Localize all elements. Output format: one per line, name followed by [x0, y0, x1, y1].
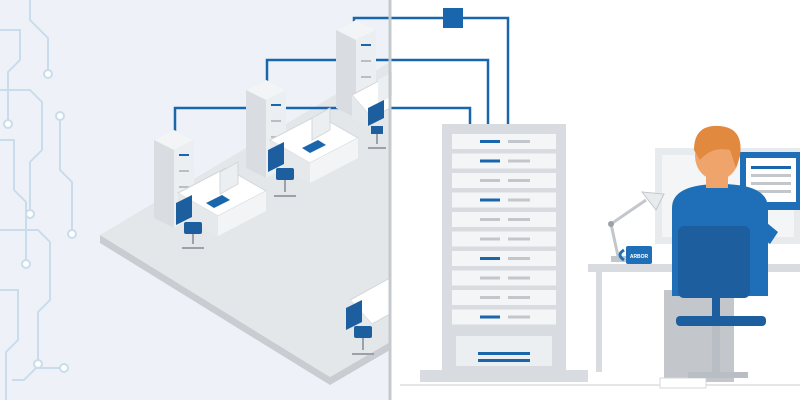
workstation-front — [176, 161, 268, 249]
office-chair — [676, 226, 766, 378]
circuit-nodes — [3, 69, 77, 373]
rack-unit — [452, 153, 556, 169]
rack-unit-slot — [508, 159, 530, 163]
rack-unit-slot — [508, 140, 530, 143]
rack-unit — [452, 309, 556, 325]
rack-unit-slot — [508, 218, 530, 221]
rack-unit — [452, 231, 556, 247]
rack-unit-slot — [508, 276, 530, 280]
coffee-mug: ARBOR — [618, 246, 652, 264]
rack-unit — [452, 270, 556, 286]
rack-unit-indicator — [480, 237, 500, 241]
network-hub-box — [443, 8, 463, 28]
rack-unit — [452, 192, 556, 208]
rack-unit-slot — [508, 237, 530, 241]
rack-unit-indicator — [480, 159, 500, 163]
rack-unit-slot — [508, 198, 530, 202]
rack-unit-slot — [508, 179, 530, 182]
circuit-pattern — [0, 0, 73, 400]
rack-unit-indicator — [480, 179, 500, 182]
rack-unit-indicator — [480, 315, 500, 319]
rack-unit — [452, 251, 556, 266]
rack-unit-indicator — [480, 296, 500, 299]
server-rack — [420, 124, 588, 382]
rack-unit — [452, 290, 556, 305]
rack-unit-indicator — [480, 257, 500, 260]
mug-label: ARBOR — [630, 254, 649, 260]
workstation-back — [351, 72, 392, 149]
rack-unit-indicator — [480, 198, 500, 202]
desk-lamp — [608, 191, 665, 262]
rack-unit — [452, 212, 556, 227]
rack-unit-indicator — [480, 276, 500, 280]
rack-unit — [452, 173, 556, 188]
rack-unit — [452, 134, 556, 149]
rack-units — [452, 134, 556, 325]
rack-unit-slot — [508, 315, 530, 319]
rack-unit-indicator — [480, 218, 500, 221]
rack-unit-indicator — [480, 140, 500, 143]
rack-unit-slot — [508, 296, 530, 299]
rack-unit-slot — [508, 257, 530, 260]
workstation-middle — [268, 107, 360, 197]
